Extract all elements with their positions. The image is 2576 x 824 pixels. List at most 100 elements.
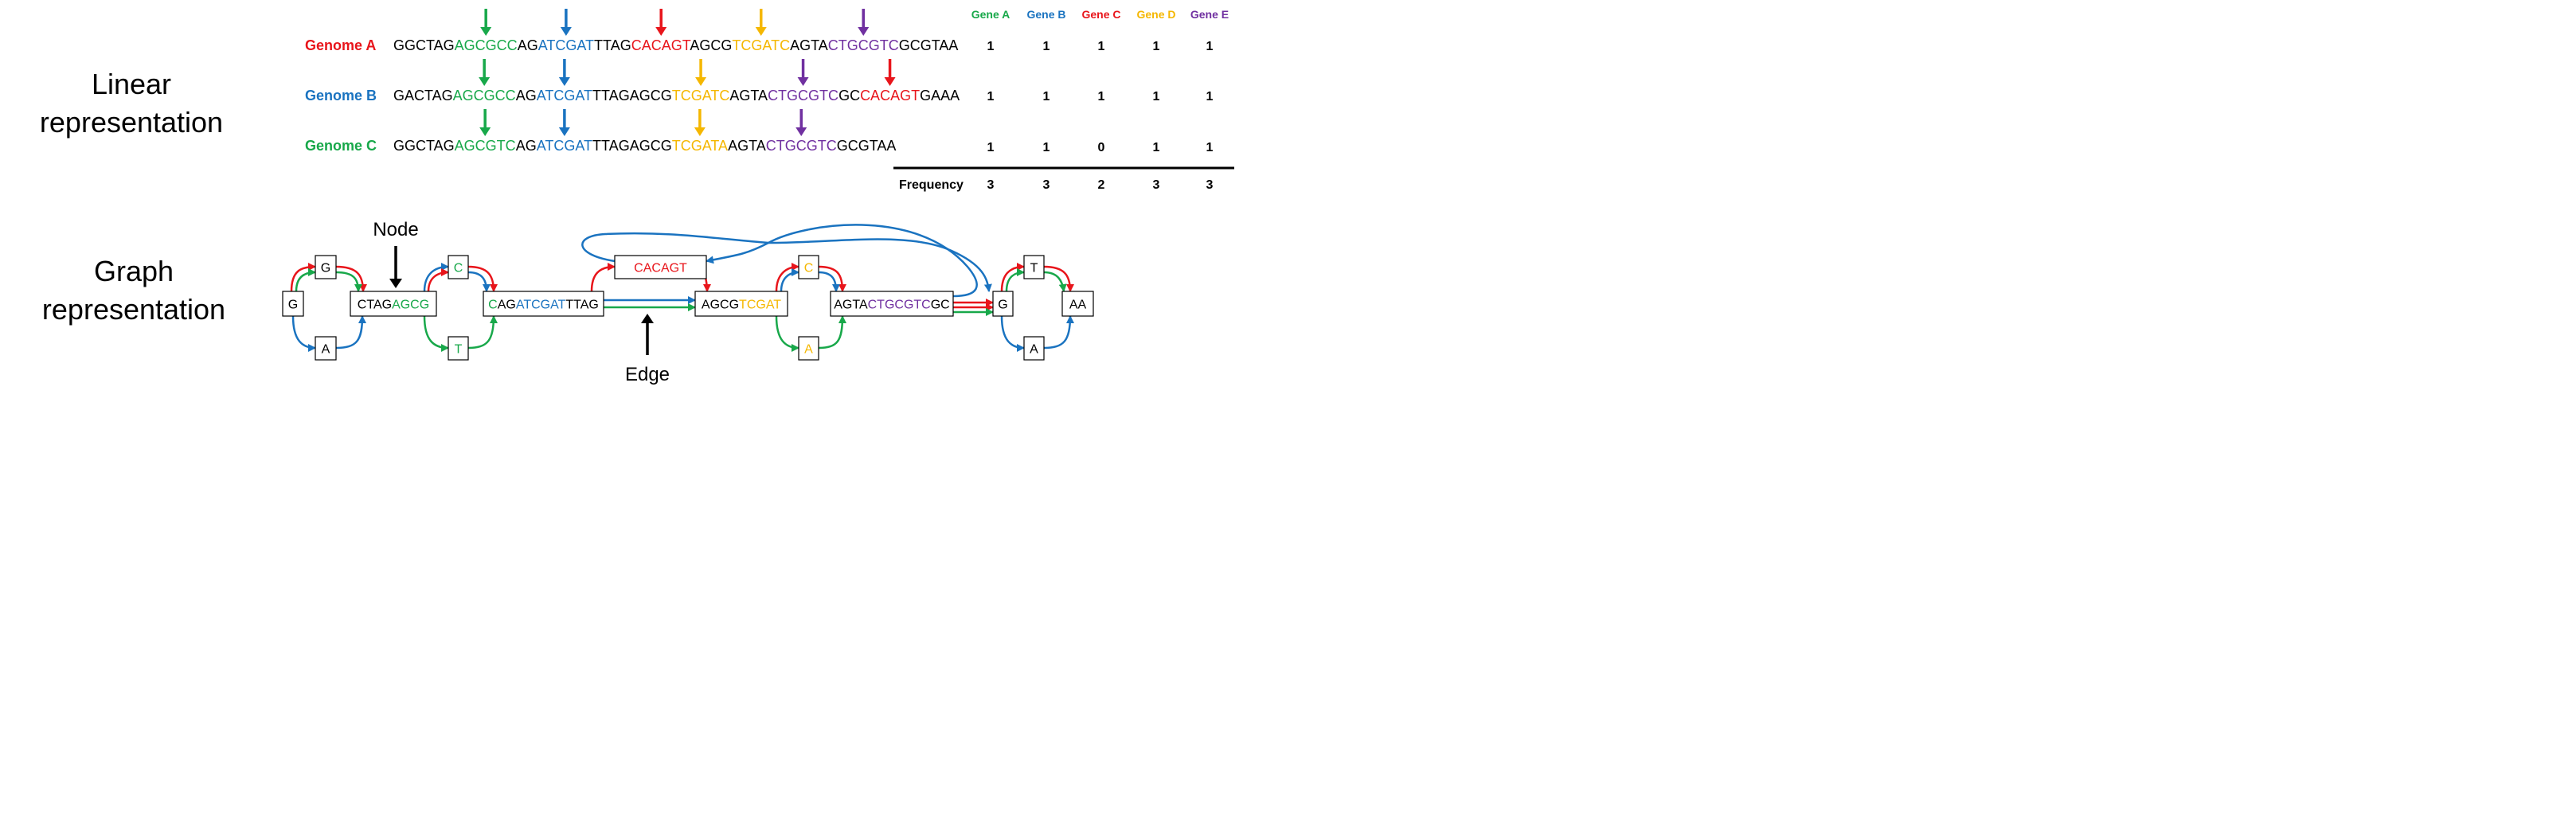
sequence-segment: AGTA [790,37,828,53]
genome-sequence: GGCTAGAGCGTCAGATCGATTTAGAGCGTCGATAAGTACT… [393,138,896,154]
gene-position-arrowhead [797,77,809,86]
graph-edge [590,263,616,292]
sequence-segment: CACAGT [631,37,691,53]
graph-node: T [1023,255,1045,279]
gene-column-header: Gene B [1026,8,1065,21]
graph-edge [775,263,799,292]
graph-node: T [448,336,469,361]
graph-node-label: G [321,262,330,275]
gene-position-arrowhead [858,27,870,36]
sequence-segment: AGCGCC [455,37,518,53]
gene-presence-cell: 1 [1153,40,1160,53]
gene-presence-cell: 1 [1043,90,1050,103]
graph-node-label: A [322,343,330,357]
sequence-segment: CACAGT [860,88,920,103]
node-sequence-segment: G [998,299,1007,312]
gene-presence-cell: 1 [1206,90,1214,103]
sequence-segment: AG [518,37,538,53]
graph-node-label: G [998,299,1007,312]
node-sequence-segment: CACAGT [634,262,687,275]
graph-edge [423,315,449,352]
graph-node: A [1023,336,1045,361]
graph-node-box [1023,336,1045,361]
frequency-label: Frequency [899,178,964,192]
frequency-value: 3 [987,178,995,192]
graph-title-line-1: Graph [94,255,174,287]
graph-node-label: CTAGAGCG [358,299,429,312]
graph-edge [1005,268,1025,292]
gene-presence-cell: 1 [1153,90,1160,103]
linear-title-line-2: representation [40,106,223,139]
sequence-segment: AG [516,138,537,154]
sequence-segment: AGCGTC [455,138,516,154]
gene-presence-cell: 1 [987,90,995,103]
graph-edge [335,265,367,292]
edge-annotation: Edge [625,314,670,385]
gene-presence-cell: 1 [1043,40,1050,53]
gene-column-header: Gene D [1136,8,1175,21]
graph-node: CACAGT [614,255,707,279]
sequence-segment: TTAGAGCG [592,88,672,103]
graph-node-box [350,291,437,317]
graph-node-label: A [804,343,813,357]
graph-node: C [798,255,819,279]
graph-edges [290,224,1074,352]
graph-node: G [315,255,337,279]
node-sequence-segment: T [455,343,463,357]
graph-node: A [798,336,819,361]
graph-node-box [830,291,954,317]
graph-edge [335,315,366,350]
sequence-segment: CTGCGTC [828,37,899,53]
node-sequence-segment: AGTA [834,299,868,312]
sequence-segment: TCGATC [732,37,790,53]
graph-node: CAGATCGATTTAG [483,291,604,317]
sequence-segment: GC [838,88,860,103]
gene-position-arrowhead [558,127,570,136]
linear-title-line-1: Linear [92,68,171,100]
sequence-segment: AGTA [728,138,766,154]
node-sequence-segment: A [1030,343,1038,357]
node-sequence-segment: AGCG [392,299,429,312]
node-sequence-segment: A [804,343,813,357]
gene-presence-cell: 1 [1206,141,1214,154]
gene-column-header: Gene C [1081,8,1120,21]
graph-edge [1043,271,1067,292]
sequence-segment: ATCGAT [537,138,592,154]
gene-position-arrowhead [480,27,492,36]
graph-node-box [992,291,1014,317]
sequence-segment: AG [516,88,537,103]
frequency-value: 3 [1153,178,1160,192]
sequence-segment: TTAG [594,37,631,53]
gene-position-arrowhead [560,27,572,36]
node-sequence-segment: G [321,262,330,275]
node-pointer-arrowhead [389,279,402,288]
graph-node-label: C [804,262,814,275]
gene-presence-cell: 1 [1043,141,1050,154]
sequence-segment: GACTAG [393,88,453,103]
graph-node-label: T [1030,262,1038,275]
graph-node-box [1023,255,1045,279]
node-sequence-segment: TCGAT [739,299,781,312]
edge-pointer-arrowhead [641,314,654,323]
node-sequence-segment: T [1030,262,1038,275]
node-sequence-segment: CTAG [358,299,392,312]
graph-node-box [1061,291,1094,317]
sequence-segment: ATCGAT [538,37,594,53]
graph-node-box [694,291,788,317]
graph-node-box [282,291,304,317]
gene-column-header: Gene E [1190,8,1229,21]
graph-node-label: CACAGT [634,262,687,275]
graph-node-label: T [455,343,463,357]
sequence-segment: GCGTAA [837,138,897,154]
gene-presence-cell: 1 [987,141,995,154]
gene-position-arrowhead [695,77,707,86]
graph-nodes: G G A CTAGAGCG C T CAGATCGATTTAG CACAGT AGCG TCGA… [282,255,1094,361]
node-sequence-segment: CTGCGTC [868,299,931,312]
graph-node-box [614,255,707,279]
genome-sequence: GACTAGAGCGCCAGATCGATTTAGAGCGTCGATCAGTACT… [393,88,960,103]
graph-edge [467,315,498,350]
node-sequence-segment: G [288,299,298,312]
